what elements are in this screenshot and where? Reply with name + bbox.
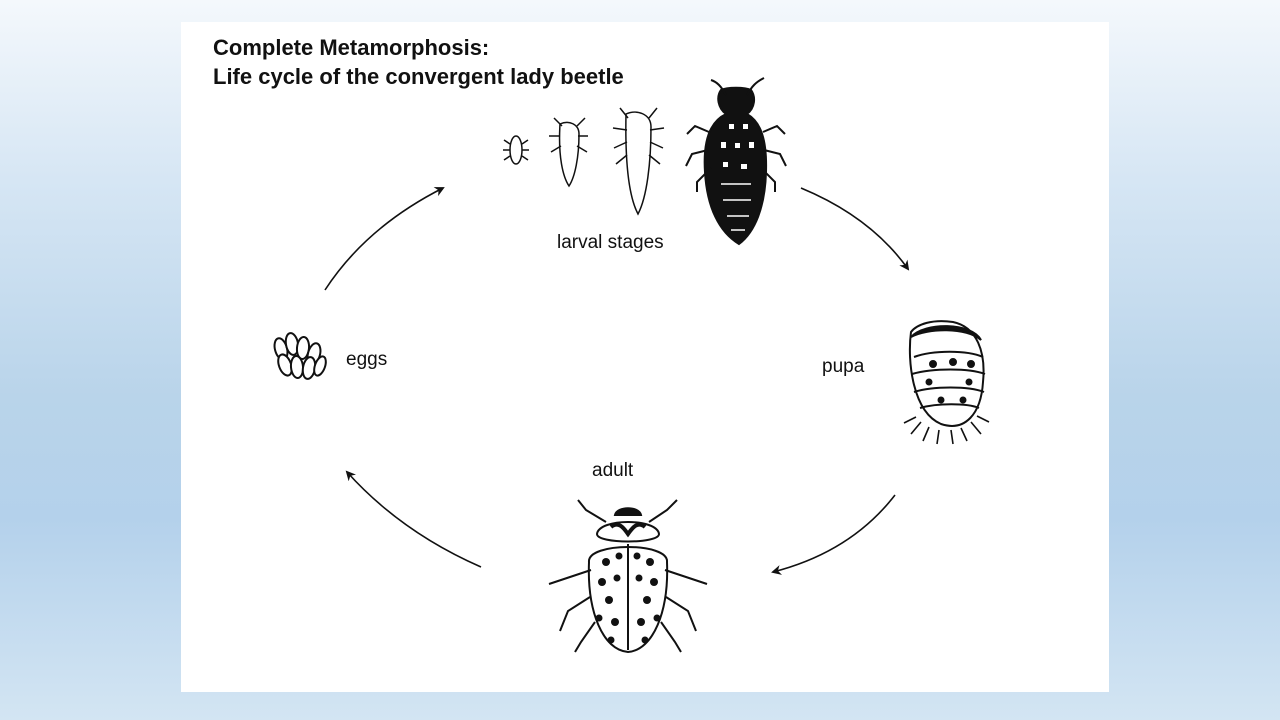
label-larval-stages: larval stages [557,232,664,253]
arrow-pupa-to-adult [771,494,896,575]
larva-stage-4-icon [685,77,787,246]
title-line-2: Life cycle of the convergent lady beetle [213,64,624,89]
eggs-icon [273,332,327,380]
adult-beetle-icon [548,499,708,654]
arrow-eggs-to-larva [324,187,445,291]
label-adult: adult [592,460,634,481]
arrow-adult-to-eggs [345,470,482,568]
label-pupa: pupa [822,356,865,377]
title-line-1: Complete Metamorphosis: [213,35,490,60]
larva-stage-3-icon [612,107,665,216]
diagram-slide: Complete Metamorphosis: Life cycle of th… [181,22,1109,692]
pupa-icon [903,320,990,445]
label-eggs: eggs [346,349,388,370]
larva-stage-1-icon [503,135,529,165]
larva-stage-2-icon [549,117,588,188]
life-cycle-diagram [273,77,990,654]
diagram-title: Complete Metamorphosis: Life cycle of th… [213,33,624,91]
arrow-larva-to-pupa [800,187,910,271]
